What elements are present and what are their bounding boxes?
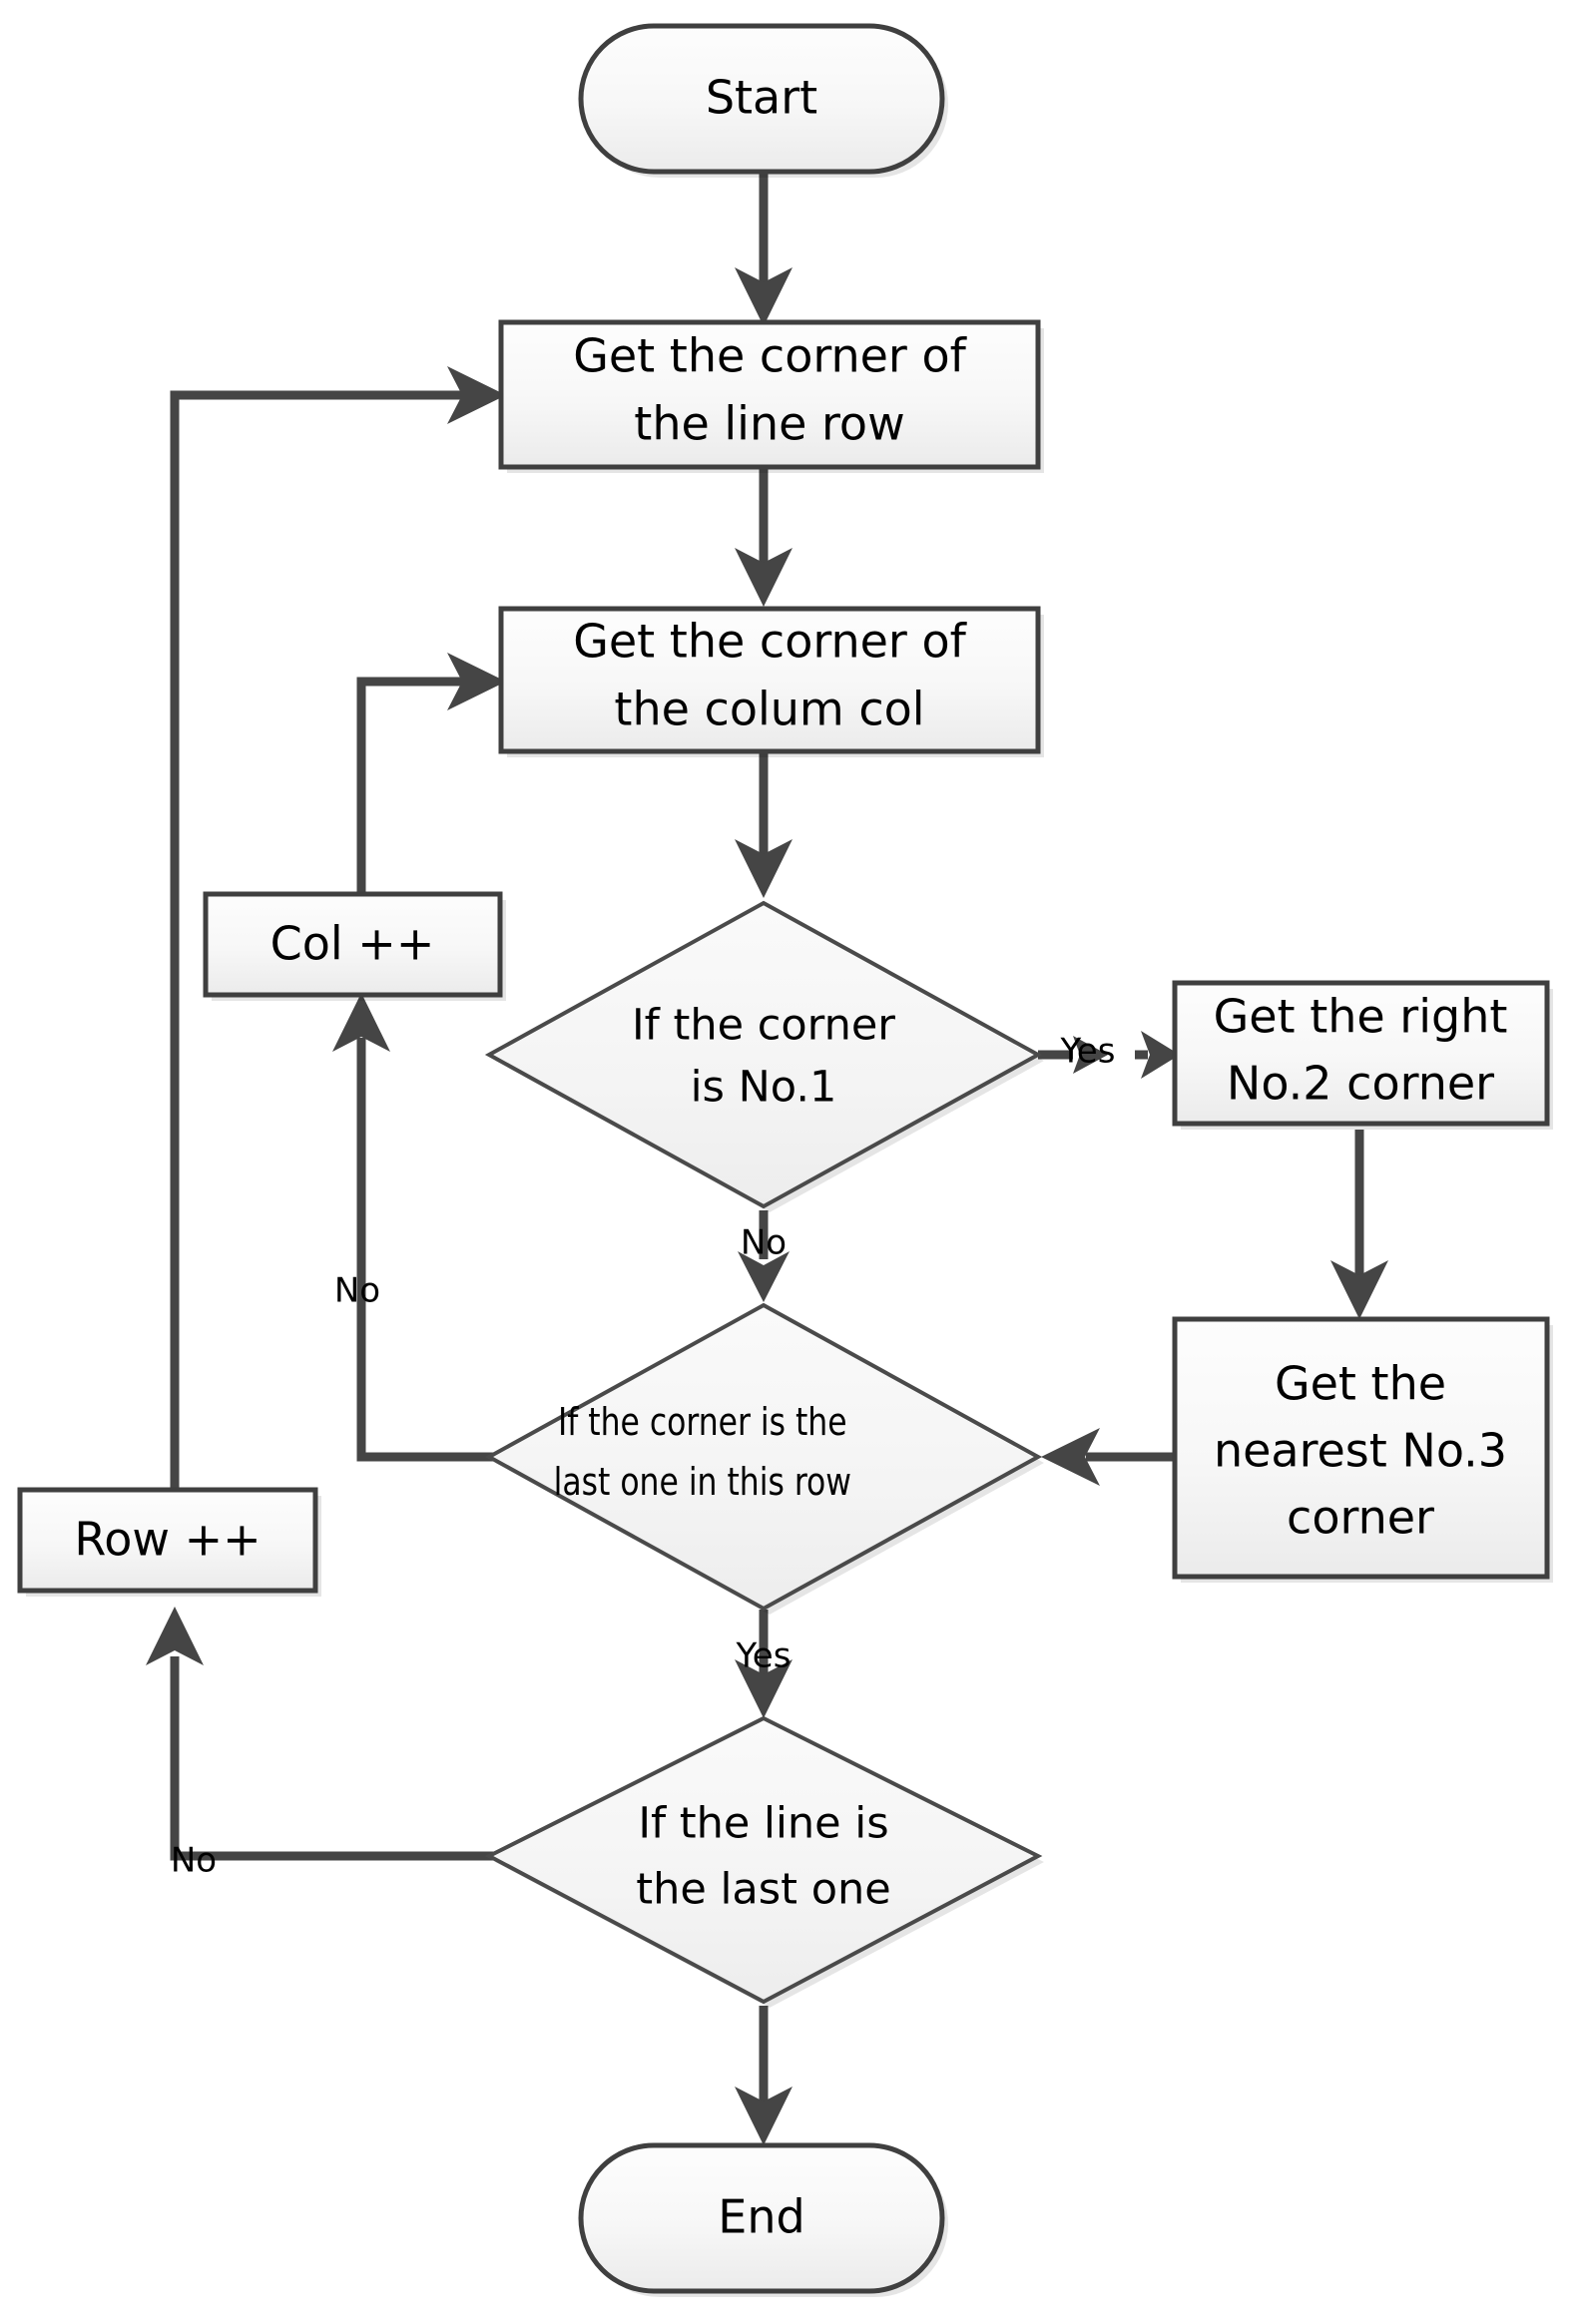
node-start[interactable]: Start <box>578 23 948 178</box>
edge-label-no1-no: No <box>741 1223 787 1263</box>
connector-start-to-get-row <box>735 172 792 326</box>
node-get-right-no2[interactable]: Get the right No.2 corner <box>1172 980 1553 1130</box>
node-end-label: End <box>718 2190 804 2244</box>
node-get-col-corner-line1: Get the corner of <box>573 615 967 669</box>
node-get-right-no2-line2: No.2 corner <box>1227 1057 1494 1111</box>
node-decision-last-in-row-line1: If the corner is the <box>558 1400 847 1445</box>
node-start-label: Start <box>706 71 817 125</box>
node-col-increment[interactable]: Col ++ <box>203 891 506 1001</box>
connector-no3-to-decision-last-in-row <box>1041 1428 1175 1486</box>
connector-decision-last-in-row-no <box>332 993 499 1462</box>
node-row-increment-label: Row ++ <box>74 1513 261 1567</box>
connector-col-increment-to-get-col <box>356 653 506 913</box>
connector-decision-no1-yes <box>1038 1031 1180 1079</box>
node-get-row-corner[interactable]: Get the corner of the line row <box>498 319 1044 473</box>
node-col-increment-label: Col ++ <box>270 917 435 971</box>
edge-label-last-line-no: No <box>171 1841 217 1881</box>
connector-decision-last-line-to-end <box>735 2006 792 2145</box>
node-row-increment[interactable]: Row ++ <box>17 1487 321 1597</box>
connector-row-increment-to-get-row <box>170 366 506 1490</box>
node-decision-last-line-line2: the last one <box>636 1865 890 1915</box>
connector-get-row-to-get-col <box>735 469 792 607</box>
node-decision-last-in-row[interactable]: If the corner is the last one in this ro… <box>484 1302 1044 1615</box>
connector-decision-last-in-row-yes <box>735 1610 792 1718</box>
node-get-nearest-no3-line2: nearest No.3 <box>1214 1424 1507 1478</box>
node-decision-last-line-line1: If the line is <box>638 1799 888 1849</box>
node-get-col-corner-line2: the colum col <box>614 683 924 736</box>
node-decision-no1[interactable]: If the corner is No.1 <box>484 900 1044 1212</box>
connector-decision-last-line-no <box>146 1607 499 1861</box>
node-get-nearest-no3[interactable]: Get the nearest No.3 corner <box>1172 1316 1553 1583</box>
node-decision-last-line[interactable]: If the line is the last one <box>484 1715 1044 2008</box>
node-decision-last-in-row-line2: last one in this row <box>554 1460 851 1505</box>
edge-label-last-in-row-no: No <box>334 1271 380 1311</box>
edge-label-last-in-row-yes: Yes <box>736 1636 792 1676</box>
node-get-row-corner-line1: Get the corner of <box>573 329 967 383</box>
node-get-row-corner-line2: the line row <box>634 397 904 451</box>
node-end[interactable]: End <box>578 2142 948 2297</box>
connector-decision-no1-no <box>738 1210 790 1302</box>
node-get-right-no2-line1: Get the right <box>1214 990 1508 1044</box>
node-decision-no1-line1: If the corner <box>632 1001 895 1051</box>
connector-no2-to-no3 <box>1330 1130 1388 1319</box>
node-get-nearest-no3-line1: Get the <box>1275 1357 1446 1411</box>
node-decision-no1-line2: is No.1 <box>691 1063 837 1113</box>
node-get-col-corner[interactable]: Get the corner of the colum col <box>498 606 1044 757</box>
node-get-nearest-no3-line3: corner <box>1287 1491 1434 1545</box>
connector-get-col-to-decision-no1 <box>735 750 792 898</box>
edge-label-no1-yes: Yes <box>1060 1032 1116 1072</box>
